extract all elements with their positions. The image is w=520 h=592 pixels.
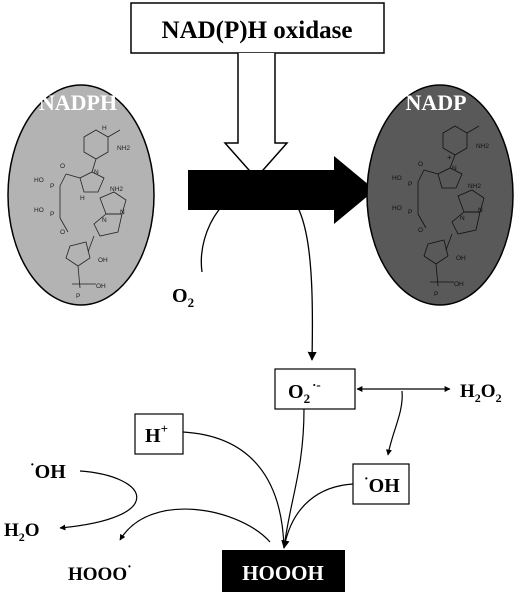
nadp-atom-label: N (478, 207, 483, 214)
hydroxyl-to-water-arrow (59, 470, 138, 531)
nadp-atom-label: HO (392, 175, 402, 182)
product-box (222, 550, 345, 592)
superoxide-to-hydroxyl-arrow (385, 390, 403, 456)
proton-label: H+ (145, 421, 168, 447)
nadph-atom-label: O (60, 163, 65, 170)
product-label: HOOOH (242, 561, 324, 585)
nadph-atom-label: OH (96, 283, 106, 290)
nadph-atom-label: O (60, 229, 65, 236)
superoxide-label: O2·- (288, 377, 321, 406)
nadp-ellipse (366, 84, 514, 306)
nadph-atom-label: N (102, 217, 107, 224)
o2-label: O2 (172, 285, 194, 310)
nadph-atom-label: HO (34, 207, 44, 214)
nadph-atom-label: P (50, 183, 54, 190)
o2-to-superoxide-arrow (200, 183, 317, 361)
nadp-atom-label: NH2 (468, 183, 481, 190)
nadph-ellipse (7, 84, 155, 306)
nadp-atom-label: OH (456, 255, 466, 262)
nadph-atom-label: NH2 (110, 186, 123, 193)
nadph-atom-label: OH (98, 257, 108, 264)
nadp-label: NADP (405, 90, 466, 115)
nadph-atom-label: H (80, 195, 85, 202)
nadp-atom-label: O (418, 161, 423, 168)
nadp-atom-label: NH2 (476, 143, 489, 150)
nadph-label: NADPH (39, 90, 117, 115)
nadp-atom-label: P (408, 209, 412, 216)
nadph-structure (59, 129, 127, 289)
nadp-structure (417, 125, 485, 287)
water-label: H2O (4, 520, 40, 544)
superoxide-to-product-curve (283, 408, 305, 549)
nadp-atom-label: P (434, 291, 438, 298)
nadp-atom-label: HO (392, 205, 402, 212)
nadp-atom-label: N (460, 215, 465, 222)
hydroxyl-box (352, 463, 410, 505)
nadph-atom-label: HO (34, 177, 44, 184)
nadph-atom-label: P (76, 293, 80, 300)
hydroxyl-to-product-curve (281, 483, 354, 549)
nadp-atom-label: + (447, 153, 452, 162)
h2o2-label: H2O2 (460, 381, 502, 405)
nadp-atom-label: N (452, 165, 457, 172)
hydroxyl-free-label: ·OH (30, 458, 66, 483)
nadp-atom-label: OH (454, 281, 464, 288)
enzyme-label: NAD(P)H oxidase (162, 17, 353, 44)
hooo-label: HOOO· (68, 560, 132, 585)
nadph-atom-label: N (120, 209, 125, 216)
hydroxyl-box-label: ·OH (364, 472, 400, 497)
nadp-atom-label: P (408, 181, 412, 188)
nadph-atom-label: NH2 (117, 145, 130, 152)
reaction-arrow (188, 156, 375, 224)
nadph-atom-label: N (94, 169, 99, 176)
enzyme-arrow (223, 53, 289, 180)
proton-box (134, 413, 184, 455)
superoxide-box (274, 368, 356, 410)
proton-to-product-curve (182, 431, 285, 549)
nadph-atom-label: P (50, 211, 54, 218)
nadp-atom-label: O (418, 227, 423, 234)
enzyme-box (130, 2, 385, 54)
to-hooo-arrow (119, 508, 271, 543)
nadph-atom-label: H (102, 125, 107, 132)
